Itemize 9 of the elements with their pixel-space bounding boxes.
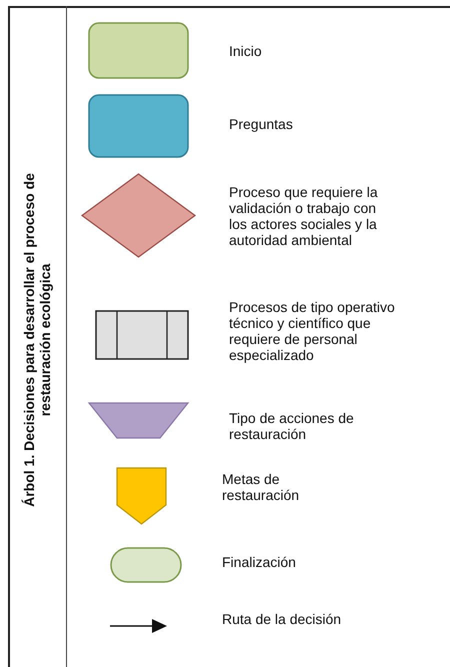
legend-text: Ruta de la decisión xyxy=(222,611,342,627)
legend-text: Inicio xyxy=(229,43,263,59)
legend-text: Finalización xyxy=(222,554,297,570)
legend-text: Procesos de tipo operativo técnico y científico que requiere de personal especializado xyxy=(229,299,396,363)
vertical-title: Árbol 1. Decisiones para desarrollar el proceso de restauración ecológica xyxy=(21,172,53,509)
legend-text: Metas de restauración xyxy=(222,471,300,503)
legend-text: Proceso que requiere la validación o trabajo con los actores sociales y la autoridad ambiental xyxy=(229,184,379,248)
legend-text: Tipo de acciones de restauración xyxy=(229,410,355,442)
legend-text: Preguntas xyxy=(229,116,294,132)
